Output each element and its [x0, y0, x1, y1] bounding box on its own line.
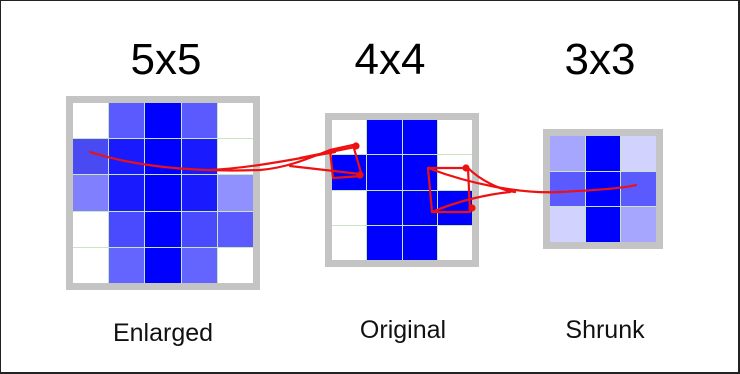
original-pixel-cell — [367, 190, 402, 225]
enlarged-pixel-cell — [109, 211, 145, 247]
original-pixel-cell — [437, 120, 472, 155]
enlarged-pixel-cell — [145, 211, 181, 247]
original-pixel-cell — [367, 155, 402, 190]
original-pixel-cell — [367, 120, 402, 155]
enlarged-pixel-cell — [181, 103, 217, 139]
original-pixel-cell — [332, 155, 367, 190]
shrunk-pixel-grid — [550, 136, 656, 242]
title-original: 4x4 — [354, 35, 426, 84]
enlarged-pixel-cell — [73, 103, 109, 139]
enlarged-pixel-cell — [109, 247, 145, 283]
title-shrunk: 3x3 — [564, 35, 636, 84]
caption-original: Original — [359, 316, 447, 344]
shrunk-pixel-cell — [585, 207, 621, 242]
original-pixel-cell — [332, 120, 367, 155]
shrunk-pixel-cell — [621, 207, 656, 242]
enlarged-pixel-cell — [73, 139, 109, 175]
enlarged-pixel-cell — [109, 139, 145, 175]
original-pixel-cell — [437, 225, 472, 260]
shrunk-pixel-cell — [585, 136, 621, 171]
shrunk-grid-frame — [543, 129, 663, 249]
shrunk-pixel-cell — [550, 136, 585, 171]
enlarged-pixel-cell — [181, 175, 217, 211]
original-pixel-cell — [402, 225, 437, 260]
enlarged-pixel-cell — [145, 103, 181, 139]
original-grid-frame — [325, 113, 479, 267]
original-pixel-cell — [402, 190, 437, 225]
enlarged-grid-frame — [66, 96, 260, 290]
enlarged-pixel-cell — [181, 247, 217, 283]
caption-shrunk: Shrunk — [565, 316, 645, 344]
enlarged-pixel-cell — [145, 247, 181, 283]
caption-enlarged: Enlarged — [112, 319, 214, 347]
enlarged-pixel-cell — [181, 211, 217, 247]
shrunk-pixel-cell — [550, 171, 585, 207]
original-pixel-cell — [332, 225, 367, 260]
original-pixel-cell — [332, 190, 367, 225]
original-pixel-cell — [437, 155, 472, 190]
shrunk-pixel-cell — [621, 171, 656, 207]
enlarged-pixel-cell — [109, 175, 145, 211]
enlarged-pixel-cell — [109, 103, 145, 139]
original-pixel-cell — [437, 190, 472, 225]
enlarged-pixel-cell — [217, 103, 253, 139]
enlarged-pixel-cell — [217, 175, 253, 211]
enlarged-pixel-grid — [73, 103, 253, 283]
enlarged-pixel-cell — [73, 247, 109, 283]
original-pixel-cell — [402, 120, 437, 155]
original-pixel-grid — [332, 120, 472, 260]
original-pixel-cell — [402, 155, 437, 190]
title-enlarged: 5x5 — [130, 35, 202, 84]
shrunk-pixel-cell — [585, 171, 621, 207]
enlarged-pixel-cell — [217, 247, 253, 283]
original-pixel-cell — [367, 225, 402, 260]
enlarged-pixel-cell — [217, 211, 253, 247]
shrunk-pixel-cell — [621, 136, 656, 171]
shrunk-pixel-cell — [550, 207, 585, 242]
enlarged-pixel-cell — [145, 139, 181, 175]
enlarged-pixel-cell — [73, 211, 109, 247]
enlarged-pixel-cell — [181, 139, 217, 175]
enlarged-pixel-cell — [217, 139, 253, 175]
enlarged-pixel-cell — [73, 175, 109, 211]
enlarged-pixel-cell — [145, 175, 181, 211]
